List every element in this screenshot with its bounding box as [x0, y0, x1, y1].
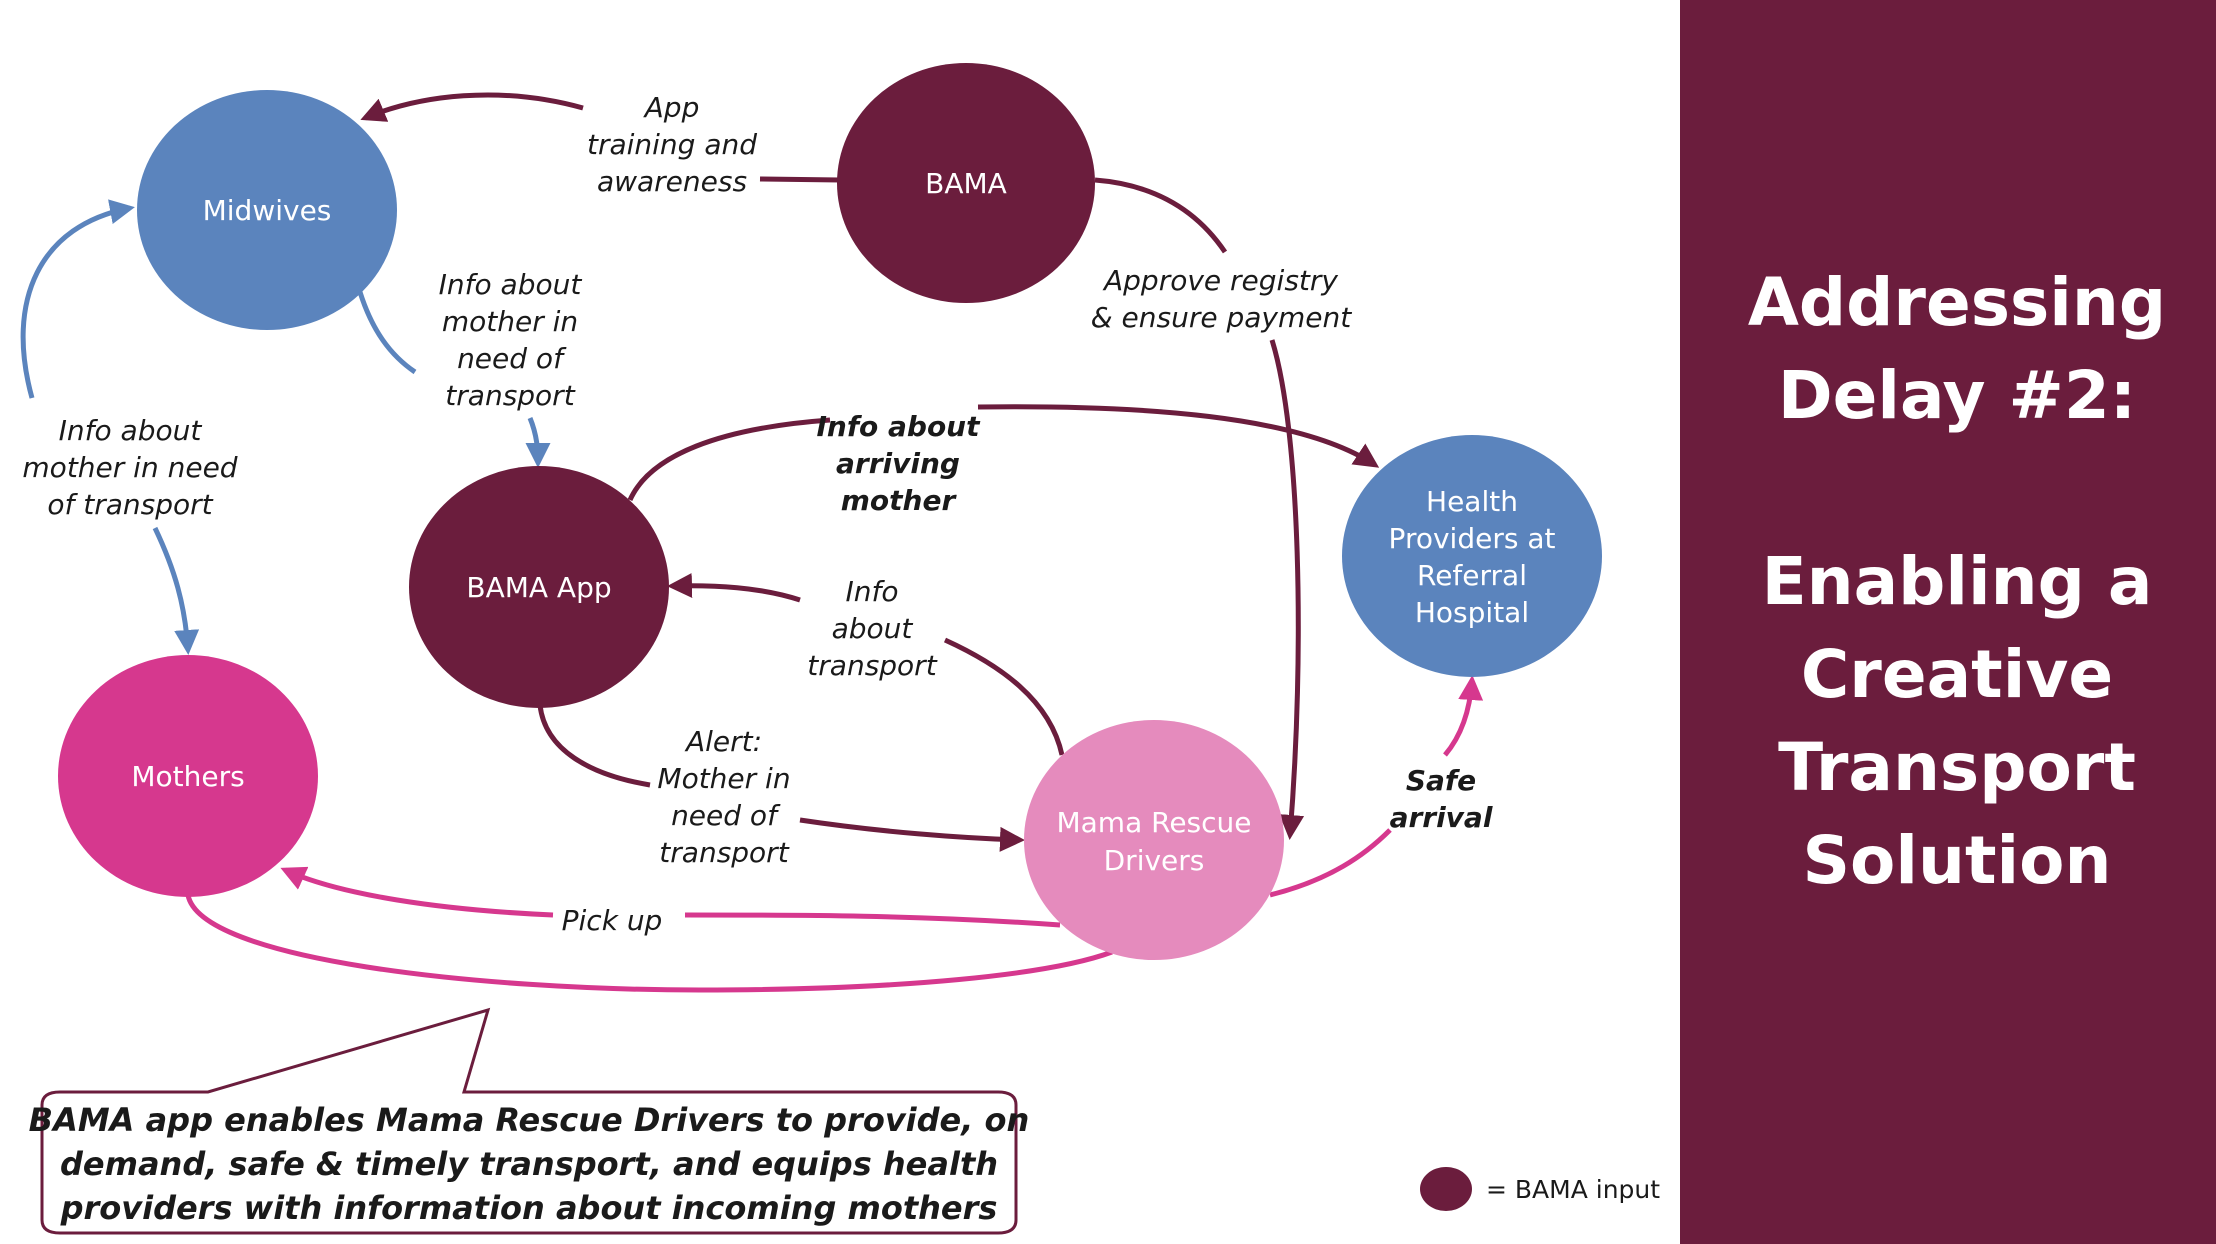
arrow-app-to-health-b [977, 404, 1380, 468]
label-approve-registry: Approve registry & ensure payment [1091, 264, 1352, 334]
svg-text:Alert:: Alert: [684, 725, 762, 758]
node-bama-app: BAMA App [409, 466, 669, 708]
label-info-midwife-to-app: Info about mother in need of transport [439, 268, 583, 412]
node-health-label-3: Referral [1417, 559, 1527, 592]
arrow-bama-to-midwives [759, 176, 841, 183]
side-title-line-2: Delay #2: [1778, 357, 2136, 434]
arrow-drivers-to-app-a [943, 637, 1065, 756]
legend: = BAMA input [1420, 1167, 1660, 1211]
svg-text:mother in: mother in [442, 305, 578, 338]
svg-text:of transport: of transport [47, 488, 213, 521]
arrow-app-to-health-a [627, 417, 831, 502]
arrow-mothers-to-drivers-loop [185, 894, 1113, 993]
callout-line-3: providers with information about incomin… [60, 1189, 998, 1227]
arrow-app-to-drivers-a [537, 704, 651, 788]
svg-text:Safe: Safe [1406, 764, 1476, 797]
arrow-midwives-to-app [357, 291, 417, 375]
label-pick-up: Pick up [562, 904, 663, 937]
node-bama-app-label: BAMA App [466, 571, 611, 604]
node-drivers-label-2: Drivers [1104, 844, 1205, 877]
node-mothers-label: Mothers [131, 760, 244, 793]
node-midwives: Midwives [137, 90, 397, 330]
svg-text:App: App [643, 91, 700, 124]
svg-text:Mother in: Mother in [657, 762, 790, 795]
label-info-mother-to-midwife: Info about mother in need of transport [22, 414, 237, 521]
side-panel: Addressing Delay #2: Enabling a Creative… [1680, 0, 2216, 1244]
svg-text:need of: need of [457, 342, 567, 375]
side-title-line-5: Creative [1801, 636, 2113, 713]
label-alert: Alert: Mother in need of transport [657, 725, 790, 869]
svg-text:transport: transport [445, 379, 575, 412]
svg-text:Info about: Info about [59, 414, 203, 447]
svg-text:awareness: awareness [597, 165, 747, 198]
node-bama: BAMA [837, 63, 1095, 303]
svg-text:& ensure payment: & ensure payment [1091, 301, 1352, 334]
arrow-bama-to-drivers-head [1269, 339, 1305, 840]
node-health-label-4: Hospital [1415, 596, 1529, 629]
node-health-label-1: Health [1426, 485, 1518, 518]
svg-text:transport: transport [659, 836, 789, 869]
legend-label: = BAMA input [1486, 1175, 1660, 1204]
svg-text:need of: need of [671, 799, 781, 832]
side-title-line-6: Transport [1778, 729, 2136, 806]
svg-text:transport: transport [807, 649, 937, 682]
node-drivers: Mama Rescue Drivers [1024, 720, 1284, 960]
label-info-transport: Info about transport [807, 575, 937, 682]
callout-line-2: demand, safe & timely transport, and equ… [60, 1145, 998, 1183]
svg-text:training and: training and [587, 128, 757, 161]
callout: BAMA app enables Mama Rescue Drivers to … [29, 1007, 1030, 1235]
svg-text:mother in need: mother in need [22, 451, 237, 484]
arrow-midwives-to-mothers [152, 526, 200, 655]
node-mothers: Mothers [58, 655, 318, 897]
node-midwives-label: Midwives [203, 194, 332, 227]
arrow-drivers-to-mothers-b [280, 866, 554, 918]
arrow-app-to-drivers-b [799, 817, 1025, 852]
node-drivers-label-1: Mama Rescue [1056, 806, 1251, 839]
label-app-training: App training and awareness [587, 91, 757, 198]
svg-text:Approve registry: Approve registry [1102, 264, 1338, 297]
node-health-label-2: Providers at [1389, 522, 1556, 555]
side-title-line-1: Addressing [1748, 264, 2166, 341]
arrow-drivers-to-health-b [1443, 675, 1484, 757]
arrow-midwives-to-app-head [525, 417, 551, 468]
arrow-drivers-to-mothers-a [684, 912, 1061, 928]
node-health: Health Providers at Referral Hospital [1342, 435, 1602, 677]
svg-text:mother: mother [841, 484, 958, 517]
label-safe-arrival: Safe arrival [1390, 764, 1493, 834]
callout-line-1: BAMA app enables Mama Rescue Drivers to … [29, 1101, 1030, 1139]
arrow-bama-to-midwives-head [360, 92, 584, 122]
svg-text:Info: Info [846, 575, 899, 608]
svg-text:Info about: Info about [439, 268, 583, 301]
arrow-drivers-to-app-b [667, 573, 801, 603]
svg-text:arrival: arrival [1390, 801, 1493, 834]
svg-text:Info about: Info about [816, 410, 981, 443]
side-title-line-4: Enabling a [1762, 543, 2153, 620]
node-bama-label: BAMA [925, 167, 1007, 200]
flow-diagram: Midwives BAMA BAMA App Mothers Mama Resc… [20, 63, 1660, 1235]
svg-text:about: about [832, 612, 914, 645]
legend-swatch [1420, 1167, 1472, 1211]
arrow-drivers-to-health-a [1269, 828, 1392, 898]
svg-text:arriving: arriving [836, 447, 960, 480]
arrow-mothers-to-midwives [20, 199, 135, 399]
label-arriving-mother: Info about arriving mother [816, 410, 981, 517]
arrow-bama-to-drivers [1094, 177, 1228, 254]
side-title-line-7: Solution [1803, 822, 2112, 899]
